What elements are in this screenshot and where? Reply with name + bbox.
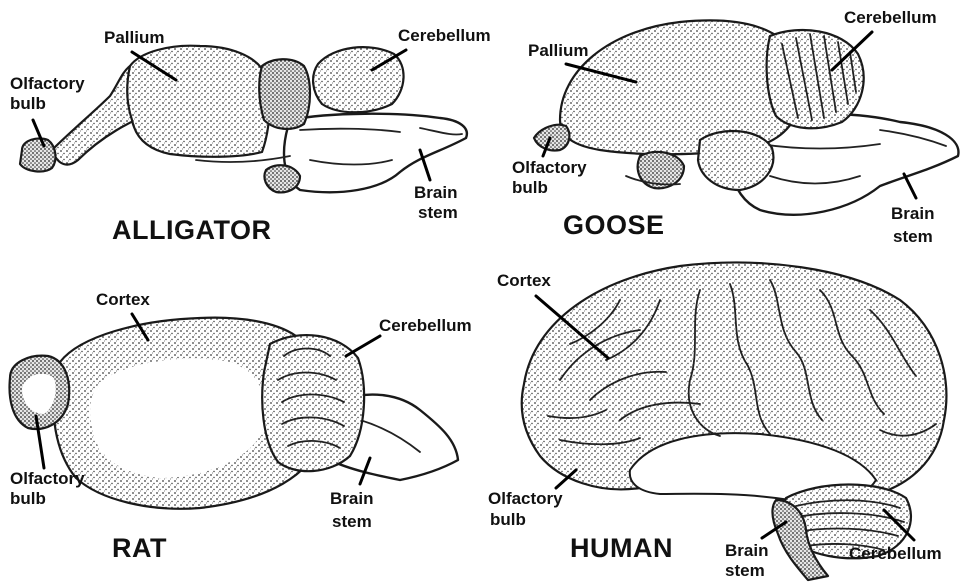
- goose-cerebellum-label: Cerebellum: [844, 8, 937, 27]
- goose-olfactory-line1: Olfactory: [512, 158, 587, 177]
- alligator-brainstem-line1: Brain: [414, 183, 457, 202]
- alligator-panel: Olfactory bulb Pallium Cerebellum Brain …: [10, 26, 491, 245]
- alligator-olfactory-line1: Olfactory: [10, 74, 85, 93]
- alligator-label-brain-stem: Brain stem: [414, 150, 458, 222]
- goose-brainstem-leader: [904, 174, 916, 198]
- alligator-brain-drawing: [20, 46, 467, 193]
- rat-title: RAT: [112, 533, 167, 563]
- human-olfactory-line2: bulb: [490, 510, 526, 529]
- rat-panel: Cortex Cerebellum Olfactory bulb Brain s…: [10, 290, 472, 563]
- rat-cerebellum-leader: [346, 336, 380, 356]
- alligator-pallium-label: Pallium: [104, 28, 164, 47]
- rat-olfactory-line2: bulb: [10, 489, 46, 508]
- human-title: HUMAN: [570, 533, 673, 563]
- goose-pallium-label: Pallium: [528, 41, 588, 60]
- rat-cortex-label: Cortex: [96, 290, 150, 309]
- goose-panel: Pallium Cerebellum Olfactory bulb Brain …: [512, 8, 958, 246]
- alligator-cerebellum-label: Cerebellum: [398, 26, 491, 45]
- human-brainstem-line1: Brain: [725, 541, 768, 560]
- human-brainstem-line2: stem: [725, 561, 765, 580]
- human-cerebellum-label: Cerebellum: [849, 544, 942, 563]
- goose-brainstem-line2: stem: [893, 227, 933, 246]
- goose-brain-drawing: [534, 20, 958, 214]
- rat-cerebellum-label: Cerebellum: [379, 316, 472, 335]
- goose-brainstem-line1: Brain: [891, 204, 934, 223]
- rat-brainstem-line1: Brain: [330, 489, 373, 508]
- human-olfactory-line1: Olfactory: [488, 489, 563, 508]
- rat-olfactory-line1: Olfactory: [10, 469, 85, 488]
- goose-olfactory-line2: bulb: [512, 178, 548, 197]
- goose-label-brain-stem: Brain stem: [891, 174, 934, 246]
- human-panel: Cortex Olfactory bulb Brain stem Cerebel…: [488, 263, 946, 580]
- alligator-olfactory-line2: bulb: [10, 94, 46, 113]
- alligator-brainstem-line2: stem: [418, 203, 458, 222]
- human-cortex-label: Cortex: [497, 271, 551, 290]
- rat-brainstem-line2: stem: [332, 512, 372, 531]
- rat-label-cerebellum: Cerebellum: [346, 316, 472, 356]
- human-label-olfactory-bulb: Olfactory bulb: [488, 470, 576, 529]
- goose-title: GOOSE: [563, 210, 665, 240]
- alligator-title: ALLIGATOR: [112, 215, 272, 245]
